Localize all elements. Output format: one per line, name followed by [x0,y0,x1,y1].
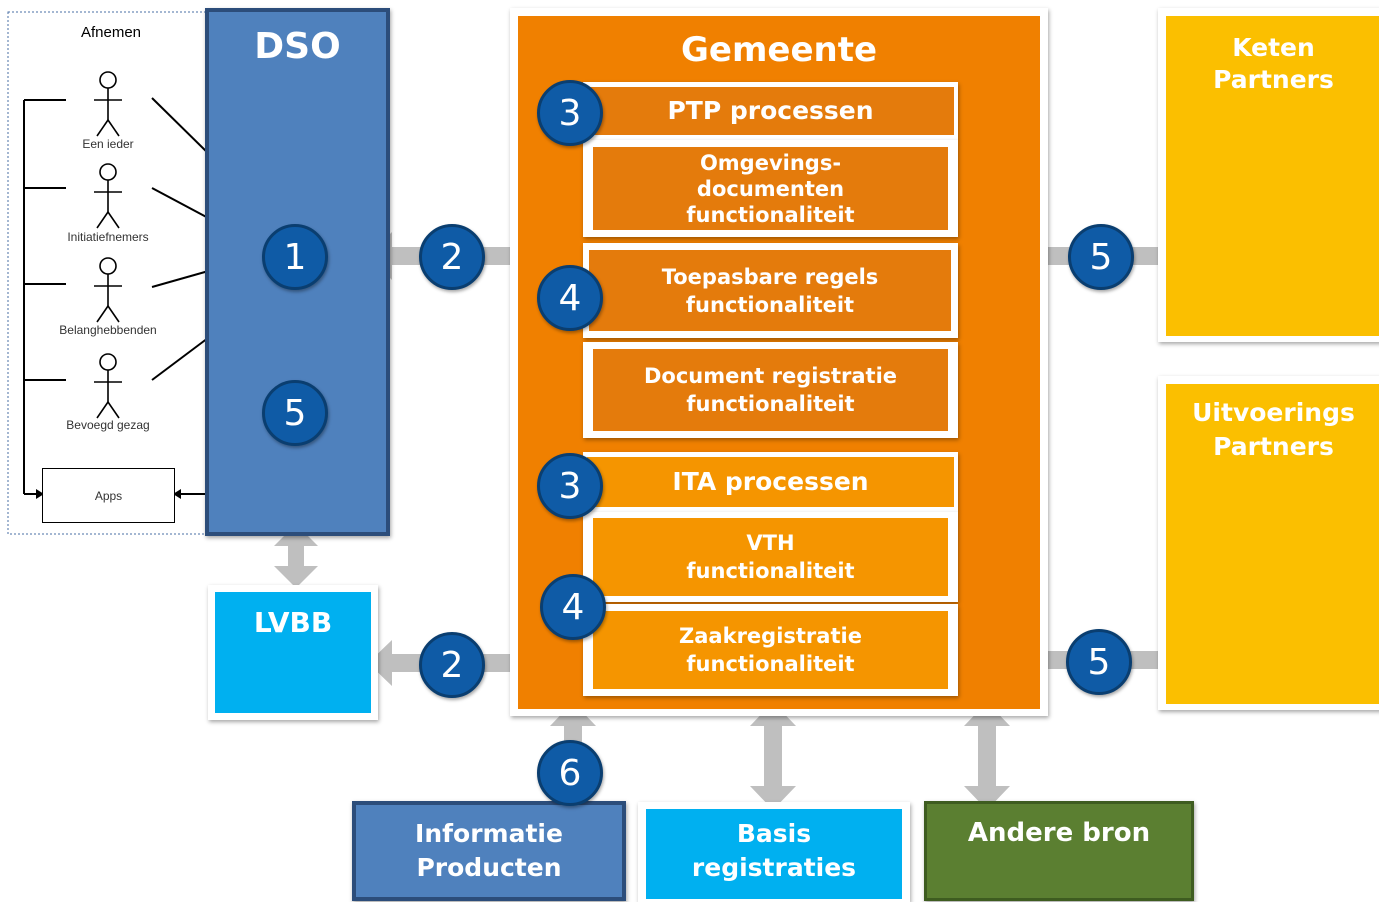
gemeente-basis-arrow [750,702,796,810]
actor-label-een-ieder: Een ieder [82,137,134,151]
zaak-badge-4: 4 [540,574,606,640]
omgevings-box: Omgevings- documenten functionaliteit [593,147,948,230]
keten-box: Keten Partners [1166,16,1379,336]
toepasbare-line2: functionaliteit [685,292,855,317]
ptp-frame: PTP processen [583,82,958,140]
uitvoerings-frame: Uitvoerings Partners [1158,376,1379,710]
actor-bracket-lines [23,99,66,495]
gemeente-title: Gemeente [680,30,878,70]
lvbb-box: LVBB [215,592,371,713]
docreg-frame: Document registratie functionaliteit [583,342,958,438]
apps-box: Apps [42,468,175,523]
uitvoerings-title: Uitvoerings Partners [1166,396,1379,464]
gemeente-uitvoerings-badge-5: 5 [1066,629,1132,695]
lvbb-title: LVBB [253,606,333,639]
zaak-frame: Zaakregistratie functionaliteit [583,604,958,696]
andere-title: Andere bron [967,818,1151,848]
actor-label-bevoegd-gezag: Bevoegd gezag [66,418,150,432]
toepasbare-frame: Toepasbare regels functionaliteit [583,243,958,338]
zaak-box: Zaakregistratie functionaliteit [593,611,948,689]
keten-title: Keten Partners [1166,32,1379,96]
keten-frame: Keten Partners [1158,8,1379,342]
ita-label: ITA processen [672,467,869,496]
informatie-box: Informatie Producten [352,801,626,901]
actor-dso-lines [151,97,213,495]
omgevings-line2: documenten [696,176,845,201]
vth-box: VTH functionaliteit [593,518,948,596]
toepasbare-badge-4: 4 [537,265,603,331]
vth-frame: VTH functionaliteit [583,512,958,602]
keten-line1: Keten [1232,33,1315,62]
uitvoerings-line1: Uitvoerings [1192,398,1355,427]
keten-line2: Partners [1213,65,1334,94]
andere-box: Andere bron [924,801,1194,901]
informatie-badge-6: 6 [537,740,603,806]
gemeente-andere-arrow [964,702,1010,810]
toepasbare-line1: Toepasbare regels [661,264,879,289]
informatie-line2: Producten [416,853,562,882]
actor-figures [94,71,122,419]
omgevings-line1: Omgevings- [699,150,842,175]
zaak-line2: functionaliteit [686,652,855,676]
docreg-line2: functionaliteit [686,392,855,416]
afnemen-title: Afnemen [80,24,142,41]
dso-lvbb-arrow [274,524,318,588]
omgevings-frame: Omgevings- documenten functionaliteit [583,140,958,237]
informatie-title: Informatie Producten [356,817,622,885]
uitvoerings-line2: Partners [1213,432,1334,461]
uitvoerings-box: Uitvoerings Partners [1166,384,1379,704]
dso-badge-5: 5 [262,380,328,446]
ita-badge-3: 3 [537,453,603,519]
ptp-box: PTP processen [587,87,954,135]
ita-frame: ITA processen [583,452,958,512]
basis-box: Basis registraties [646,809,902,899]
gemeente-keten-badge-5: 5 [1068,224,1134,290]
informatie-line1: Informatie [415,819,563,848]
dso-gemeente-badge-2: 2 [419,224,485,290]
ptp-label: PTP processen [667,96,874,125]
lvbb-gemeente-badge-2: 2 [419,632,485,698]
apps-label: Apps [94,488,123,503]
docreg-line1: Document registratie [643,364,898,388]
zaak-line1: Zaakregistratie [679,624,862,648]
actor-label-initiatiefnemers: Initiatiefnemers [67,230,149,244]
dso-title: DSO [254,26,341,67]
basis-line1: Basis [736,819,812,848]
vth-line2: functionaliteit [686,559,855,583]
toepasbare-box: Toepasbare regels functionaliteit [589,250,951,331]
actor-label-belanghebbenden: Belanghebbenden [59,323,157,337]
basis-frame: Basis registraties [638,802,910,902]
basis-title: Basis registraties [646,817,902,885]
ita-box: ITA processen [587,457,954,507]
vth-line1: VTH [746,531,795,555]
dso-badge-1: 1 [262,224,328,290]
docreg-box: Document registratie functionaliteit [593,349,948,431]
omgevings-line3: functionaliteit [686,202,855,227]
basis-line2: registraties [691,853,857,882]
lvbb-frame: LVBB [208,585,378,720]
ptp-badge-3: 3 [537,80,603,146]
